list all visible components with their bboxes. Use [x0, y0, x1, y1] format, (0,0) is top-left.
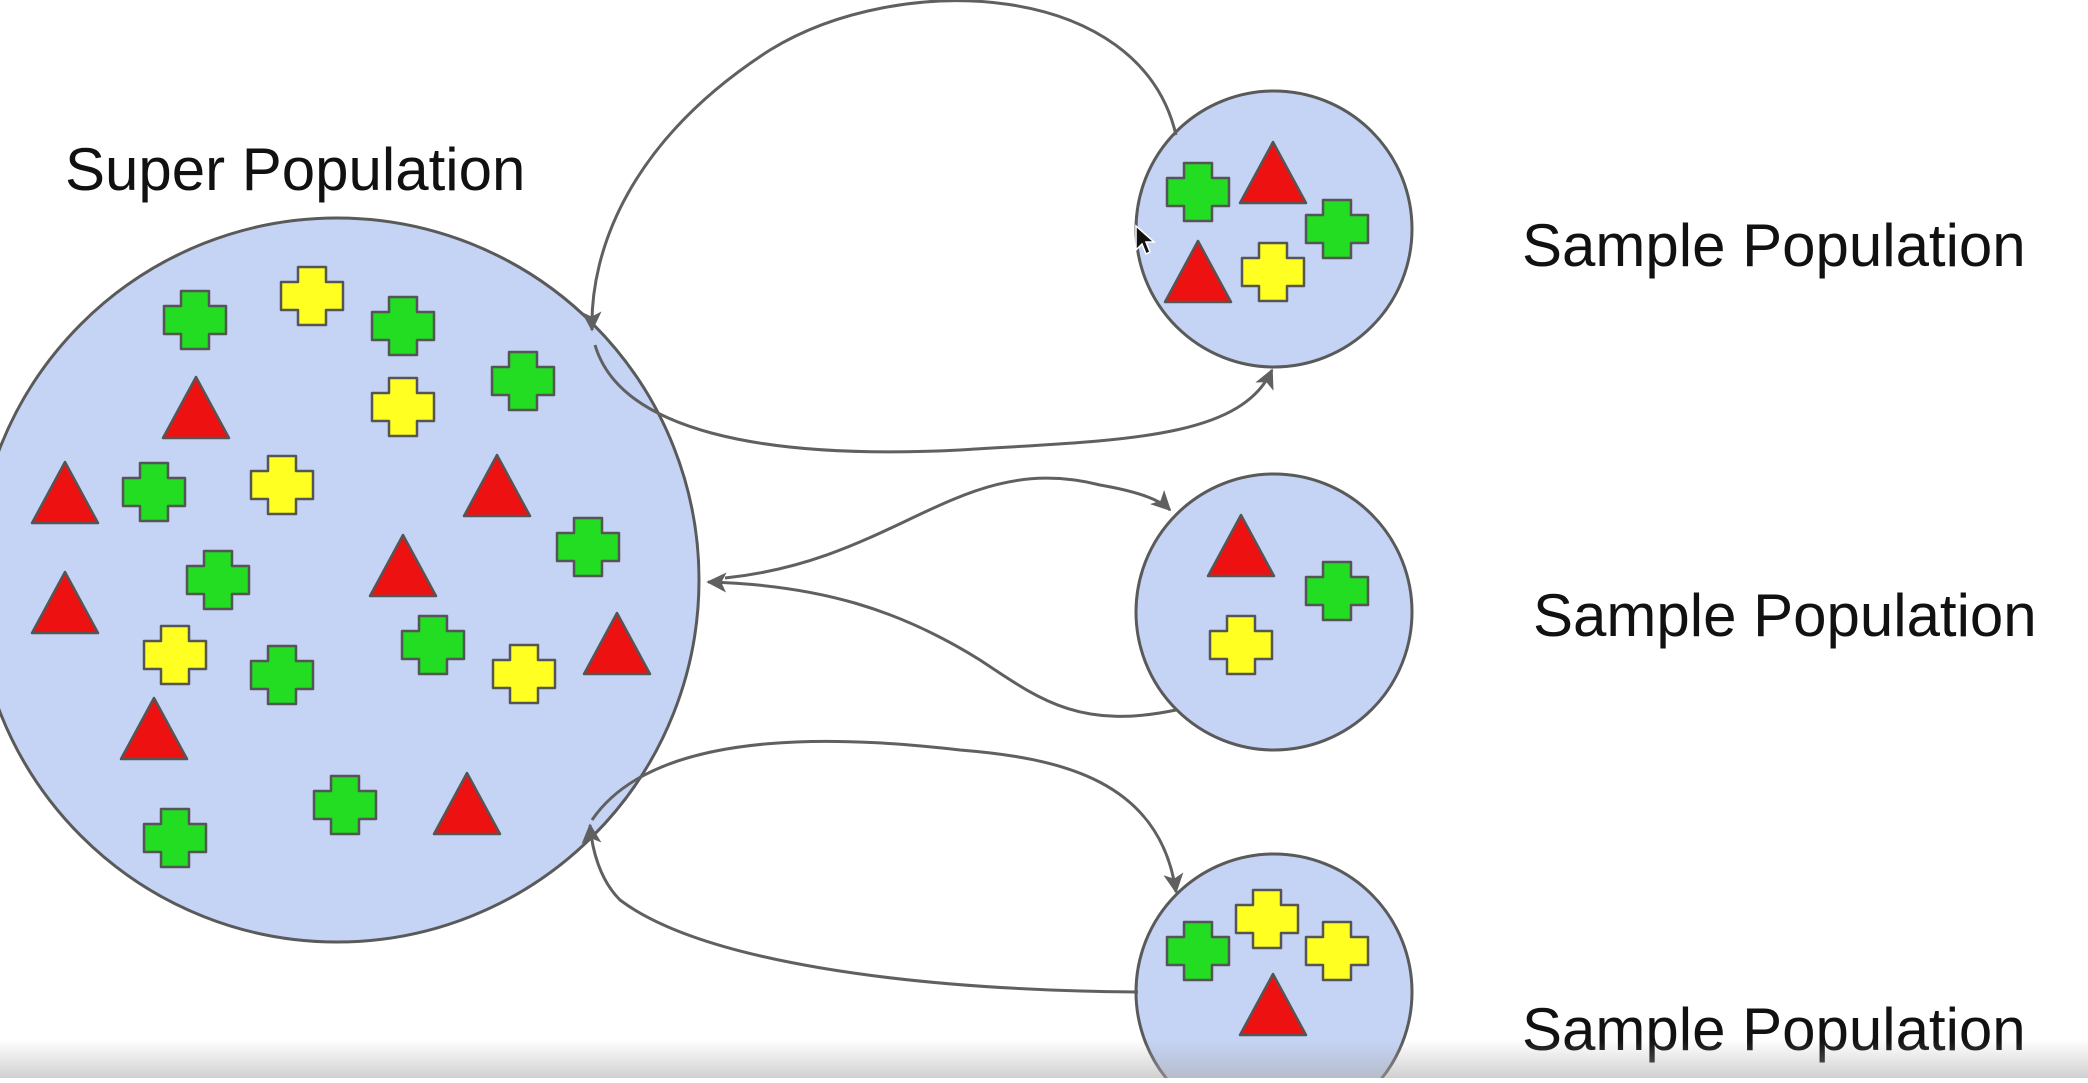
arrow-super-to-sample1 [593, 344, 1274, 454]
red-triangle-shape [1206, 513, 1276, 578]
arrow-sample1-to-super [581, 0, 1178, 332]
sample-population-label-1: Sample Population [1522, 212, 2026, 279]
red-triangle-shape [1238, 972, 1308, 1037]
red-triangle-shape [462, 453, 532, 518]
red-triangle-shape [1163, 239, 1233, 304]
population-members [30, 140, 1370, 1037]
red-triangle-shape [30, 460, 100, 525]
red-triangle-shape [161, 375, 231, 440]
sample-population-label-2: Sample Population [1533, 582, 2037, 649]
red-triangle-shape [30, 570, 100, 635]
arrow-sample3-to-super [581, 823, 1139, 994]
super-population-label: Super Population [65, 136, 526, 203]
red-triangle-shape [368, 533, 438, 598]
arrow-sample2-to-super [706, 572, 1177, 718]
red-triangle-shape [432, 771, 502, 836]
sample-population-1-circle [1134, 89, 1414, 369]
mouse-cursor-icon [1135, 224, 1156, 256]
bottom-bar [0, 1040, 2088, 1078]
red-triangle-shape [119, 696, 189, 761]
sample-population-2-circle [1134, 472, 1414, 752]
arrow-super-to-sample3 [590, 739, 1184, 894]
red-triangle-shape [1238, 140, 1308, 205]
red-triangle-shape [582, 611, 652, 676]
arrows [581, 0, 1274, 994]
arrow-super-to-sample2 [724, 476, 1172, 580]
